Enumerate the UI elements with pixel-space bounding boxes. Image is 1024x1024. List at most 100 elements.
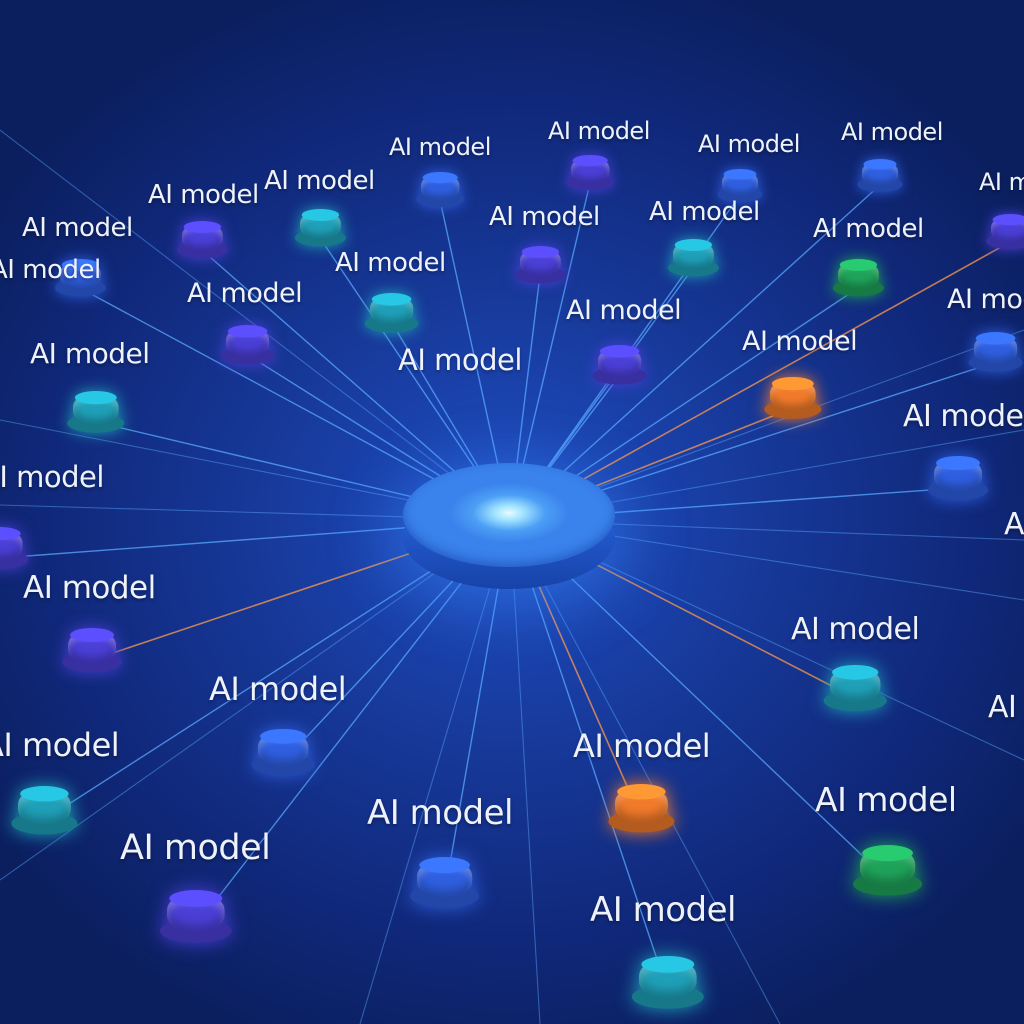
node-cap <box>75 391 117 405</box>
connection-line <box>195 519 511 927</box>
model-node <box>565 155 614 191</box>
model-label: AI model <box>649 197 760 227</box>
model-label: AI model <box>120 828 271 868</box>
model-label: AI model <box>264 166 375 196</box>
model-label: AI model <box>209 670 347 708</box>
model-label: AI model <box>573 727 711 765</box>
connection-line <box>509 241 1011 521</box>
model-node <box>968 332 1023 372</box>
node-cap <box>70 628 114 642</box>
model-node <box>159 889 232 943</box>
node-cap <box>616 783 666 800</box>
node-cap <box>0 527 21 541</box>
model-node <box>54 259 106 297</box>
node-cap <box>183 221 221 234</box>
model-label: AI model <box>742 326 858 357</box>
node-cap <box>863 158 897 169</box>
model-label: AI model <box>791 612 920 647</box>
model-label: AI model <box>0 255 101 285</box>
model-node <box>985 214 1024 250</box>
model-label: AI model <box>367 793 513 833</box>
hub-top <box>403 463 615 567</box>
model-label: AI model <box>389 133 491 161</box>
node-cap <box>600 345 640 358</box>
model-label: AI model <box>903 399 1024 434</box>
model-node <box>631 955 704 1009</box>
model-label: AI model <box>815 780 957 819</box>
model-node <box>853 844 923 896</box>
model-node <box>764 377 822 419</box>
model-node <box>832 259 884 297</box>
model-node <box>10 785 77 835</box>
model-label: AI model <box>398 343 522 377</box>
node-cap <box>301 209 339 222</box>
node-cap <box>521 246 559 259</box>
node-cap <box>976 332 1016 345</box>
model-label: AI model <box>22 213 133 243</box>
connection-ray <box>509 519 541 1024</box>
node-cap <box>723 168 757 179</box>
connection-ray <box>359 519 511 1024</box>
node-cap <box>169 889 223 907</box>
node-cap <box>772 377 814 391</box>
model-node <box>251 728 315 776</box>
node-cap <box>422 172 458 184</box>
model-label: AI model <box>0 726 120 764</box>
connection-ray <box>509 519 781 1024</box>
model-node <box>176 221 228 259</box>
model-label: AI model <box>1004 507 1024 542</box>
model-node <box>364 293 419 333</box>
connection-ray <box>0 519 511 881</box>
model-label: AI model <box>566 295 682 326</box>
node-cap <box>839 259 877 272</box>
connection-line <box>509 519 669 993</box>
model-node <box>0 527 29 569</box>
central-hub <box>403 463 615 589</box>
model-node <box>294 209 346 247</box>
model-node <box>928 456 988 500</box>
node-cap <box>641 955 695 973</box>
model-node <box>857 158 903 192</box>
node-cap <box>572 155 608 167</box>
model-label: AI model <box>813 214 924 244</box>
model-node <box>410 856 480 908</box>
model-node <box>415 172 464 208</box>
connection-line <box>509 184 881 521</box>
node-cap <box>259 728 307 744</box>
model-node <box>607 783 674 833</box>
model-label: AI model <box>979 168 1024 196</box>
model-label: AI model <box>841 118 943 146</box>
model-label: AI model <box>590 890 736 930</box>
model-label: AI model <box>335 248 446 278</box>
model-node <box>667 239 719 277</box>
model-label: AI model <box>148 180 259 210</box>
model-node <box>220 325 275 365</box>
node-cap <box>19 785 69 802</box>
connection-line <box>509 519 889 881</box>
model-node <box>717 168 763 202</box>
node-cap <box>61 259 99 272</box>
model-node <box>592 345 647 385</box>
node-cap <box>831 664 879 680</box>
model-label: AI model <box>947 284 1024 315</box>
node-cap <box>372 293 412 306</box>
node-cap <box>228 325 268 338</box>
model-node <box>62 628 122 672</box>
model-label: AI model <box>0 460 104 494</box>
model-label: AI model <box>698 130 800 158</box>
model-label: AI model <box>187 278 303 309</box>
model-label: AI model <box>548 117 650 145</box>
model-label: AI model <box>23 570 156 606</box>
model-label: AI model <box>489 202 600 232</box>
model-label: AI model <box>30 337 150 370</box>
connection-ray <box>0 129 511 521</box>
node-cap <box>936 456 980 470</box>
node-cap <box>862 844 914 861</box>
model-node <box>67 391 125 433</box>
model-label: AI model <box>988 690 1024 725</box>
model-node <box>823 664 887 712</box>
node-cap <box>992 214 1024 226</box>
node-cap <box>419 856 471 873</box>
model-node <box>514 246 566 284</box>
